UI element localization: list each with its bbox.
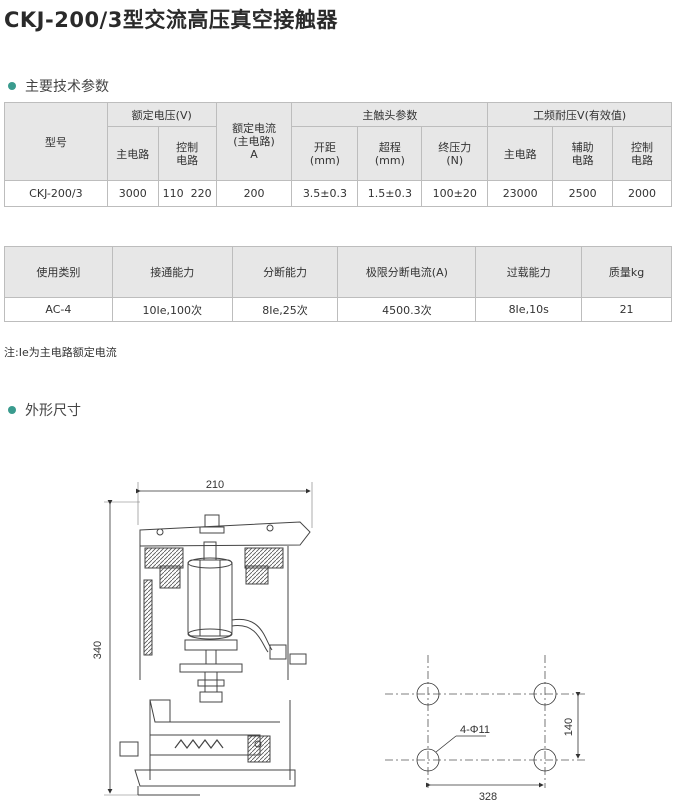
cell-overtravel: 1.5±0.3 [357,180,423,207]
header-withstand-control: 控制 电路 [612,126,672,181]
header-rated-current: 额定电流 (主电路) A [215,102,293,181]
specs-table: 型号 额定电压(V) 额定电流 (主电路) A 主触头参数 工频耐压V(有效值)… [4,102,672,207]
header-make-capacity: 接通能力 [111,246,233,298]
hole-spacing-vertical-label: 140 [563,718,575,736]
header-control-circuit: 控制 电路 [157,126,217,181]
mounting-hole-plan [385,655,585,788]
header-limit-break-current: 极限分断电流(A) [337,246,477,298]
table-row: AC-4 10Ie,100次 8Ie,25次 4500.3次 8Ie,10s 2… [4,297,672,322]
section-specs-heading: 主要技术参数 [8,76,109,96]
height-dimension-label: 340 [92,641,104,659]
cell-rated-current: 200 [215,180,293,207]
header-model: 型号 [4,102,108,181]
cell-main-voltage: 3000 [106,180,159,207]
cell-model: CKJ-200/3 [4,180,108,207]
header-overtravel: 超程 (mm) [357,126,423,181]
section-specs-label: 主要技术参数 [25,79,109,95]
section-dimensions-label: 外形尺寸 [25,403,81,419]
cell-gap: 3.5±0.3 [291,180,359,207]
header-final-pressure: 终压力 (N) [421,126,489,181]
performance-table: 使用类别 接通能力 分断能力 极限分断电流(A) 过载能力 质量kg AC-4 … [4,246,672,322]
width-dimension-label: 210 [206,479,224,491]
section-dimensions-heading: 外形尺寸 [8,400,81,420]
cell-withstand-aux: 2500 [552,180,614,207]
cell-overload-capacity: 8Ie,10s [475,297,583,322]
cell-limit-break-current: 4500.3次 [337,297,477,322]
header-break-capacity: 分断能力 [231,246,339,298]
header-main-circuit: 主电路 [106,126,159,181]
header-overload-capacity: 过载能力 [475,246,583,298]
cell-make-capacity: 10Ie,100次 [111,297,233,322]
cell-final-pressure: 100±20 [421,180,489,207]
header-withstand-aux: 辅助 电路 [552,126,614,181]
header-gap: 开距 (mm) [291,126,359,181]
contactor-side-view [104,482,313,796]
table-row: CKJ-200/3 3000 110 220 200 3.5±0.3 1.5±0… [4,180,672,207]
cell-break-capacity: 8Ie,25次 [231,297,339,322]
cell-withstand-main: 23000 [487,180,554,207]
header-rated-voltage: 额定电压(V) [106,102,217,127]
cell-control-voltage: 110 220 [157,180,217,207]
bullet-icon [8,82,16,90]
cell-withstand-control: 2000 [612,180,672,207]
header-mass: 质量kg [581,246,672,298]
header-withstand-main: 主电路 [487,126,554,181]
bullet-icon [8,406,16,414]
hole-size-label: 4-Φ11 [460,724,490,736]
footnote: 注:Ie为主电路额定电流 [4,346,117,359]
cell-usage-category: AC-4 [4,297,113,322]
cell-mass: 21 [581,297,672,322]
hole-spacing-horizontal-label: 328 [479,791,497,803]
page-title: CKJ-200/3型交流高压真空接触器 [4,8,338,32]
